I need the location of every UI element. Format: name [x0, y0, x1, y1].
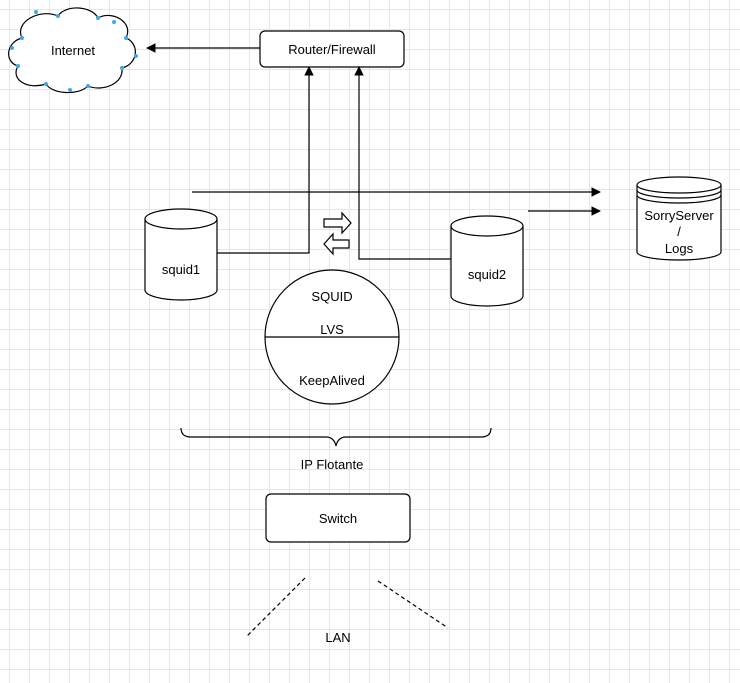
cluster-circle: SQUID LVS KeepAlived: [264, 269, 400, 405]
cluster-middle-label: LVS: [320, 322, 344, 337]
router-firewall-box: Router/Firewall: [259, 30, 405, 68]
squid1-label: squid1: [162, 262, 200, 277]
squid2-to-router-arrow: [354, 66, 451, 260]
squid1-cylinder: squid1: [144, 208, 218, 301]
squid2-label: squid2: [468, 267, 506, 282]
internet-cloud: Internet: [8, 7, 138, 94]
sorry-server-line3: Logs: [665, 241, 694, 256]
sorry-server-line2: /: [677, 224, 681, 239]
squid1-to-router-arrow: [217, 66, 314, 254]
sorry-server-database: SorryServer / Logs: [636, 176, 722, 261]
sync-right-arrow-icon: [323, 211, 352, 235]
floating-ip-label: IP Flotante: [301, 457, 364, 472]
lan-dashed-line-left: [246, 577, 306, 637]
sorry-server-line1: SorryServer: [644, 208, 714, 223]
cluster-bottom-label: KeepAlived: [299, 373, 365, 388]
router-label: Router/Firewall: [288, 42, 376, 57]
floating-ip-brace: [180, 427, 492, 447]
lan-label: LAN: [325, 630, 350, 645]
internet-label: Internet: [51, 43, 95, 58]
lan-dashed-line-right: [377, 580, 449, 629]
cloud-markers: [10, 10, 138, 92]
cluster-top-label: SQUID: [311, 289, 352, 304]
switch-label: Switch: [319, 511, 357, 526]
switch-box: Switch: [265, 493, 411, 543]
squid2-cylinder: squid2: [450, 215, 524, 307]
sync-left-arrow-icon: [323, 232, 350, 256]
